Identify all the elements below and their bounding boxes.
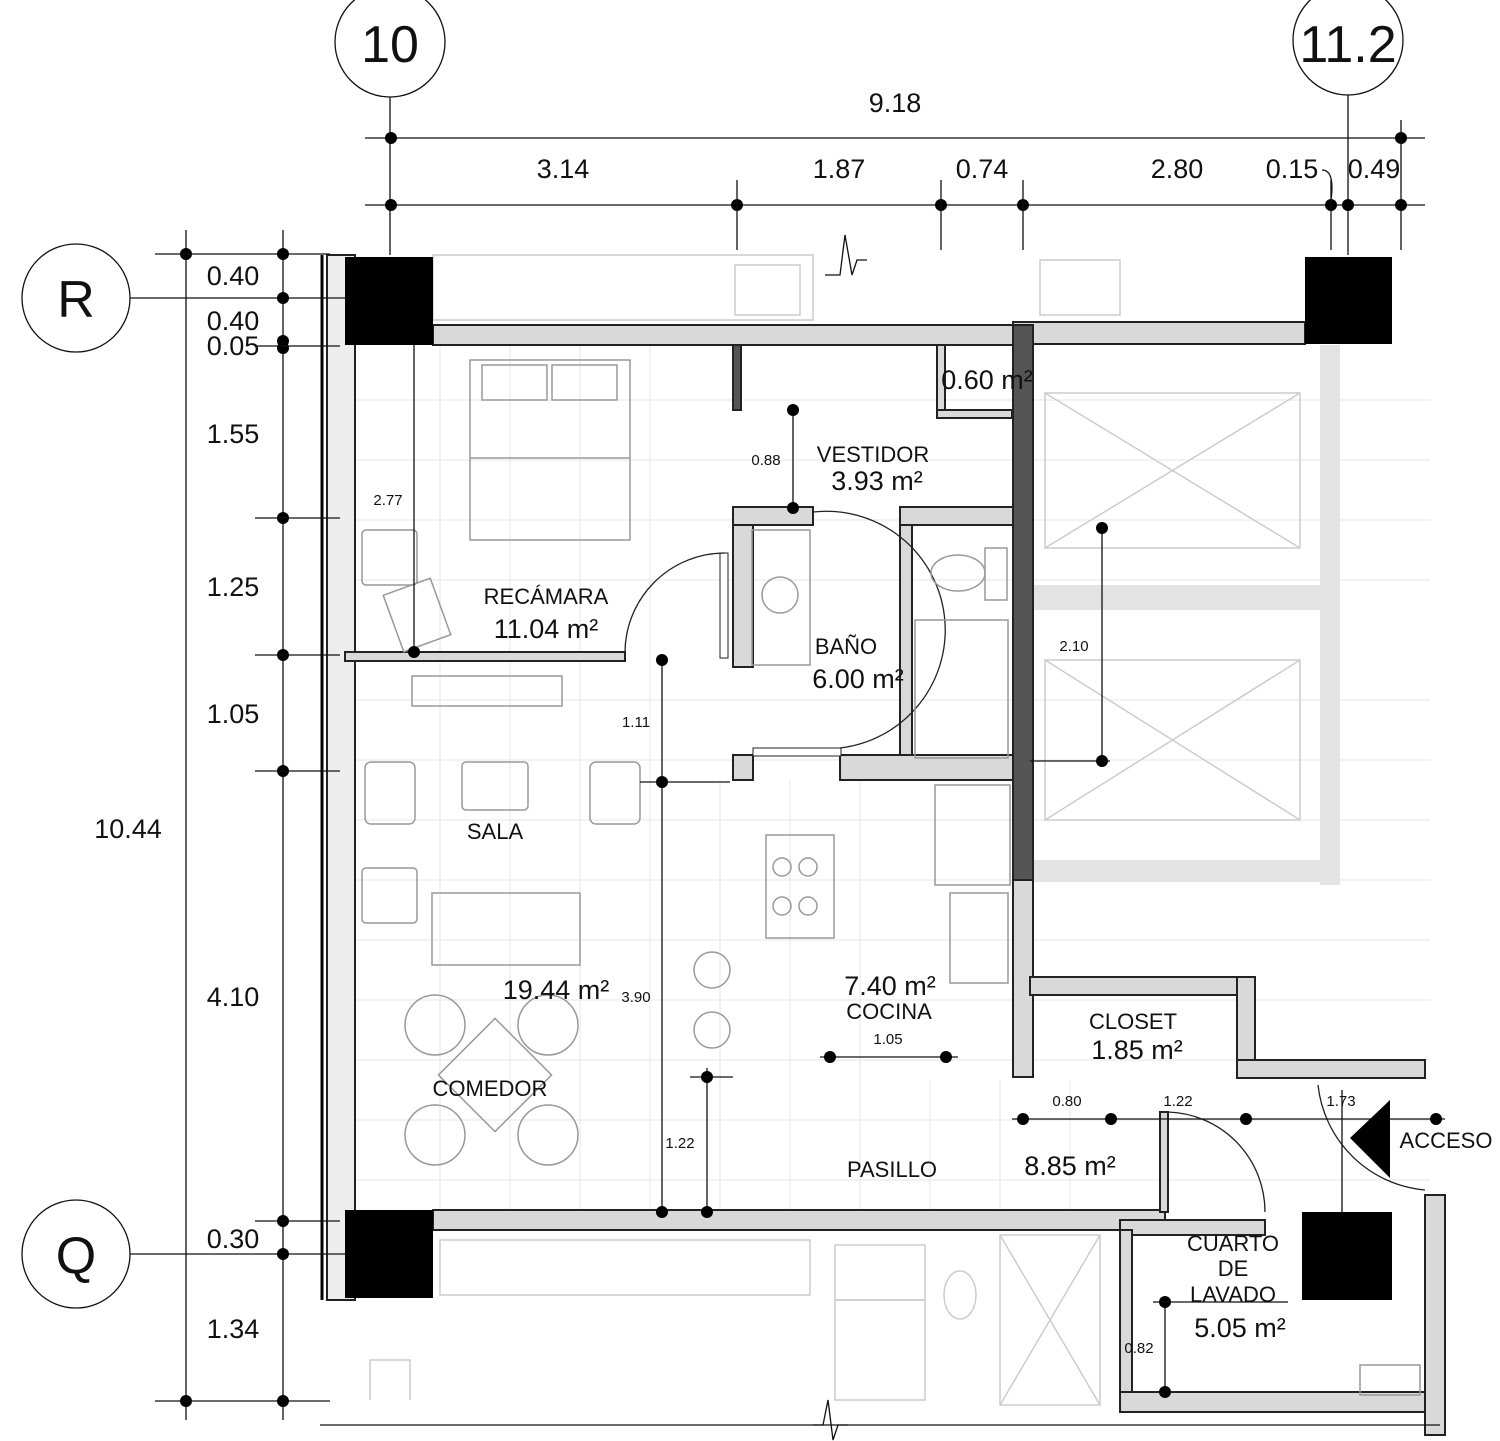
sofa [431,892,581,966]
kitchen-sink [949,892,1009,984]
cocina-area: 7.40 m² [844,971,936,1001]
dim-segment: 0.40 [207,306,260,336]
closet-label: CLOSET [1089,1009,1177,1034]
pasillo-area: 8.85 m² [1024,1151,1116,1181]
floor-tiles [355,345,1430,1210]
dim-segment: 0.30 [207,1224,260,1254]
grid-markers: 10 11.2 R Q [21,0,1404,1309]
recamara-area: 11.04 m² [494,614,599,644]
dimension-label: 0.82 [1124,1340,1153,1357]
sala-label: SALA [467,819,524,844]
dimension-label: 1.73 [1326,1093,1355,1110]
closet-area: 1.85 m² [1091,1035,1183,1065]
grid-label-11-2: 11.2 [1299,16,1396,74]
top-dimensions: 9.18 3.14 1.87 0.74 2.80 0.15 0.49 [365,88,1425,250]
lavado-label-1: CUARTO [1187,1231,1279,1256]
dim-segment: 1.05 [207,699,260,729]
column-r11 [1305,257,1392,344]
dim-segment: 0.05 [207,331,260,361]
lavado-label-2: DE [1218,1256,1249,1281]
bath-sink [761,576,799,614]
dim-segment: 0.49 [1348,154,1401,184]
grid-label-q: Q [56,1227,96,1285]
cocina-label: COCINA [846,999,932,1024]
lavado-label-3: LAVADO [1190,1282,1276,1307]
coffee-table [461,761,529,811]
dim-segment: 3.14 [537,154,590,184]
dimension-label: 1.22 [665,1135,694,1152]
comedor-label: COMEDOR [433,1076,548,1101]
column-r10 [345,257,433,345]
dimension-label: 0.88 [751,452,780,469]
dimension-label: 1.05 [873,1031,902,1048]
dimension-label: 2.77 [373,492,402,509]
dimension-label: 1.11 [622,714,650,731]
vestidor-area: 3.93 m² [831,466,923,496]
facade-wall [326,254,356,1301]
pasillo-label: PASILLO [847,1157,937,1182]
dim-segment: 1.34 [207,1314,260,1344]
grid-label-10: 10 [361,16,419,74]
walls [344,321,1446,1436]
dim-segment: 1.55 [207,419,260,449]
neighbor-units [369,254,1340,1406]
sala-area: 19.44 m² [503,975,610,1005]
dim-segment: 0.40 [207,261,260,291]
dimension-label: 0.80 [1052,1093,1081,1110]
dining-table [437,1017,553,1133]
bed [469,359,631,541]
left-dimensions: 10.44 0.40 0.40 0.05 1.55 1.25 1.05 4.10… [94,230,340,1420]
recamara-label: RECÁMARA [484,584,609,609]
dim-segment: 1.87 [813,154,866,184]
dim-segment: 4.10 [207,982,260,1012]
dim-segment: 0.74 [956,154,1009,184]
column-q11 [1302,1212,1392,1300]
dim-overall-width: 9.18 [869,88,922,118]
break-line-bottom [813,1399,848,1441]
toilet [930,554,986,592]
vestidor-label: VESTIDOR [817,442,929,467]
break-line-top [825,234,867,276]
furniture [361,359,1421,1396]
shower [914,619,1009,759]
dim-segment: 0.15 [1266,154,1319,184]
doors [624,510,1426,1213]
bano-label: BAÑO [815,634,877,659]
bano-area: 6.00 m² [812,664,904,694]
entrance-arrow-icon [1350,1100,1390,1178]
stove [765,834,835,939]
column-q10 [345,1210,433,1298]
dim-overall-depth: 10.44 [94,814,162,844]
acceso-label: ACCESO [1400,1128,1493,1153]
dimension-label: 3.90 [621,989,650,1006]
dimension-label: 1.22 [1163,1093,1192,1110]
dim-segment: 2.80 [1151,154,1204,184]
room-labels: 0.60 m² VESTIDOR 3.93 m² RECÁMARA 11.04 … [433,365,1286,1343]
dimension-label: 2.10 [1059,638,1088,655]
grid-label-r: R [57,271,95,329]
dim-segment: 1.25 [207,572,260,602]
wc-area: 0.60 m² [941,365,1033,395]
lavado-area: 5.05 m² [1194,1313,1286,1343]
